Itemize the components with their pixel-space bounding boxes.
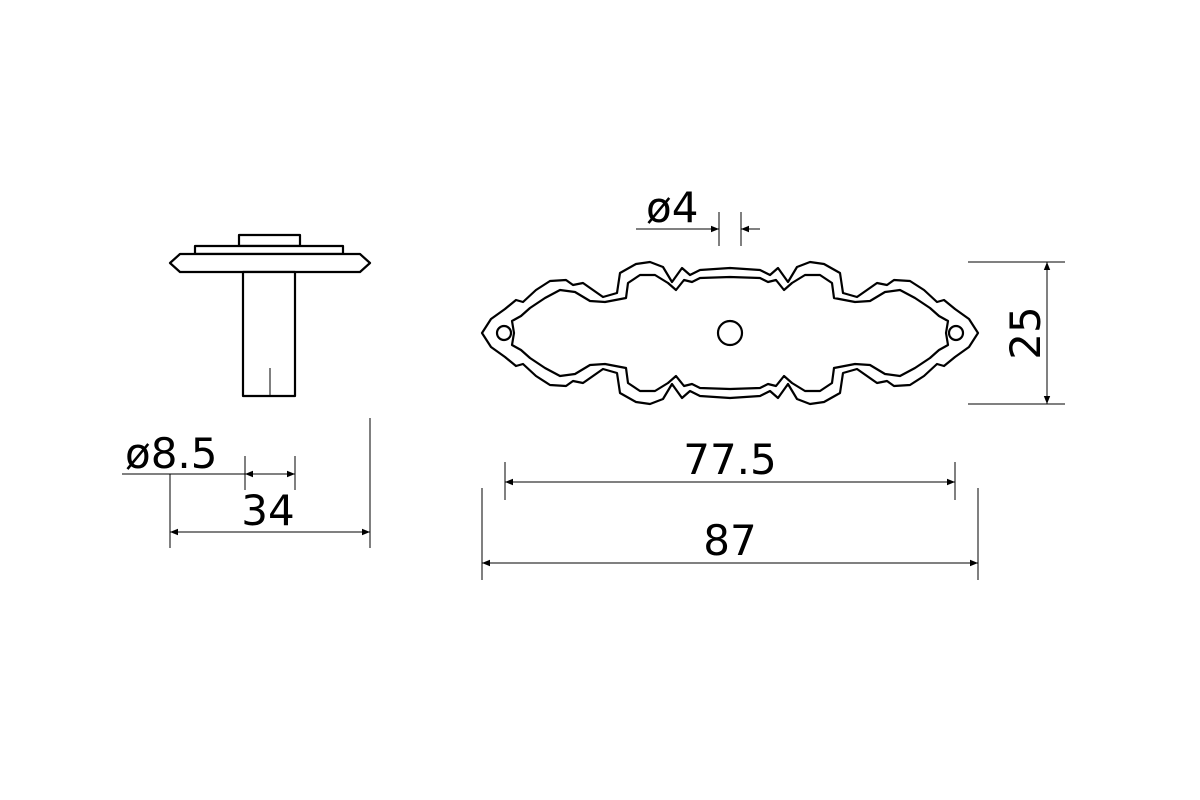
- hole-spacing-label: 77.5: [683, 435, 777, 484]
- knob-shaft: [241, 270, 297, 398]
- knob-base-plate: [193, 244, 345, 256]
- center-screw-hole: [716, 319, 744, 347]
- backplate-front-view: [480, 260, 980, 406]
- side-diameter-label: ø8.5: [125, 429, 218, 478]
- side-height-label: 34: [241, 486, 294, 535]
- hole-diameter-label: ø4: [646, 183, 698, 232]
- left-mounting-hole: [495, 324, 513, 342]
- length-label: 87: [703, 516, 756, 565]
- right-mounting-hole: [947, 324, 965, 342]
- knob-side-view: [168, 233, 372, 398]
- side-dimensions: ø8.5 34: [122, 418, 371, 548]
- knob-cap: [237, 233, 302, 248]
- front-dimensions: ø4 25 77.5 87: [481, 183, 1065, 580]
- knob-flange: [168, 252, 372, 274]
- plate-height-label: 25: [1001, 306, 1050, 359]
- backplate-inner-outline: [510, 273, 950, 393]
